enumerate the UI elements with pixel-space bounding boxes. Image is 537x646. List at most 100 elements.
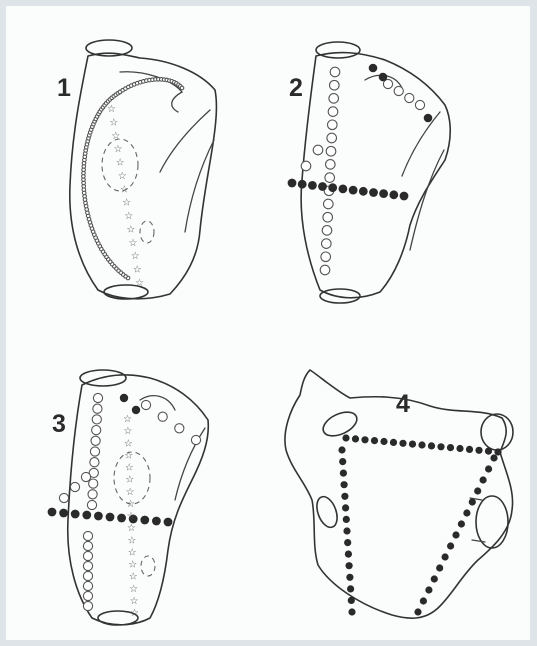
filled-dot: [341, 481, 348, 488]
open-dot: [83, 581, 92, 590]
filled-dot: [466, 446, 473, 453]
open-dot: [83, 551, 92, 560]
open-dot: [326, 146, 336, 156]
filled-dot: [418, 441, 425, 448]
filled-dot: [152, 517, 161, 526]
filled-dot: [349, 186, 358, 195]
filled-dot: [428, 442, 435, 449]
star-marker: ☆: [126, 499, 135, 510]
panel-4-opening-topright: [481, 414, 513, 450]
filled-dot: [82, 511, 91, 520]
star-marker: ☆: [116, 158, 125, 169]
star-marker: ☆: [125, 475, 134, 486]
filled-dot: [318, 182, 327, 191]
filled-dot: [485, 448, 492, 455]
open-dot: [90, 447, 99, 456]
filled-dot: [436, 564, 443, 571]
filled-dot: [379, 73, 388, 82]
filled-dot: [480, 476, 487, 483]
star-marker: ☆: [118, 171, 127, 182]
filled-dot: [343, 527, 350, 534]
open-dot: [330, 80, 340, 90]
panel-1: 1 ☆☆☆☆☆☆☆☆☆☆☆☆☆☆: [57, 40, 216, 299]
panel-1-septum-line-2: [185, 140, 214, 232]
filled-dot: [308, 181, 317, 190]
open-dot: [93, 393, 102, 402]
open-dot: [321, 252, 331, 262]
open-dot: [313, 145, 323, 155]
open-dot: [322, 226, 332, 236]
filled-dot: [298, 180, 307, 189]
panel-label-4: 4: [396, 390, 410, 418]
filled-dot: [343, 516, 350, 523]
filled-dot: [379, 189, 388, 198]
filled-dot: [342, 504, 349, 511]
open-dot: [324, 199, 334, 209]
star-marker: ☆: [111, 131, 120, 142]
panel-3: 3 ☆☆☆☆☆☆☆☆☆☆☆☆☆☆☆☆☆: [48, 370, 209, 625]
filled-dot: [431, 575, 438, 582]
filled-dot: [361, 436, 368, 443]
filled-dot: [140, 516, 149, 525]
star-marker: ☆: [122, 198, 131, 209]
filled-dot: [409, 441, 416, 448]
star-marker: ☆: [123, 414, 132, 425]
open-dot: [394, 86, 403, 95]
star-marker: ☆: [124, 450, 133, 461]
star-marker: ☆: [129, 584, 138, 595]
panel-2-septum-line: [402, 112, 440, 176]
star-marker: ☆: [130, 608, 139, 619]
filled-dot: [469, 498, 476, 505]
star-marker: ☆: [128, 560, 137, 571]
filled-dot: [474, 487, 481, 494]
open-dot: [191, 435, 200, 444]
open-dot: [88, 490, 97, 499]
open-dot: [83, 541, 92, 550]
filled-dot: [348, 608, 355, 615]
filled-dot: [348, 597, 355, 604]
open-dot: [323, 212, 333, 222]
open-dot: [70, 482, 79, 491]
open-dot: [327, 133, 337, 143]
open-dot: [330, 67, 340, 77]
panel-1-septum-line: [160, 110, 210, 172]
filled-dot: [328, 183, 337, 192]
open-dot: [83, 591, 92, 600]
panel-label-1: 1: [57, 74, 71, 102]
star-marker: ☆: [107, 104, 116, 115]
panel-2-top-opening: [316, 42, 360, 58]
filled-dot: [345, 551, 352, 558]
open-dot: [91, 436, 100, 445]
panel-4: 4: [285, 370, 513, 618]
filled-dot: [120, 394, 128, 402]
open-dot: [87, 500, 96, 509]
panel-2-bottom-opening: [320, 289, 360, 303]
filled-dot: [456, 445, 463, 452]
open-dot: [328, 107, 338, 117]
star-marker: ☆: [109, 117, 118, 128]
open-dot: [83, 571, 92, 580]
star-marker: ☆: [124, 211, 133, 222]
star-marker: ☆: [127, 523, 136, 534]
open-dot: [415, 100, 424, 109]
panel-1-crista: [120, 72, 182, 112]
filled-dot: [48, 508, 57, 517]
filled-dot: [71, 510, 80, 519]
star-marker: ☆: [133, 265, 142, 276]
filled-dot: [369, 188, 378, 197]
filled-dot: [437, 443, 444, 450]
open-dot: [141, 400, 150, 409]
panel-2-septum-line-2: [410, 150, 444, 250]
panel-label-3: 3: [52, 410, 66, 438]
open-dot: [328, 120, 338, 130]
filled-dot: [342, 434, 349, 441]
filled-dot: [447, 444, 454, 451]
filled-dot: [344, 539, 351, 546]
filled-dot: [117, 514, 126, 523]
open-dot: [81, 472, 90, 481]
open-dot: [326, 160, 336, 170]
panel-1-star-line: ☆☆☆☆☆☆☆☆☆☆☆☆☆☆: [107, 104, 144, 289]
filled-dot: [369, 64, 378, 73]
filled-dot: [390, 439, 397, 446]
